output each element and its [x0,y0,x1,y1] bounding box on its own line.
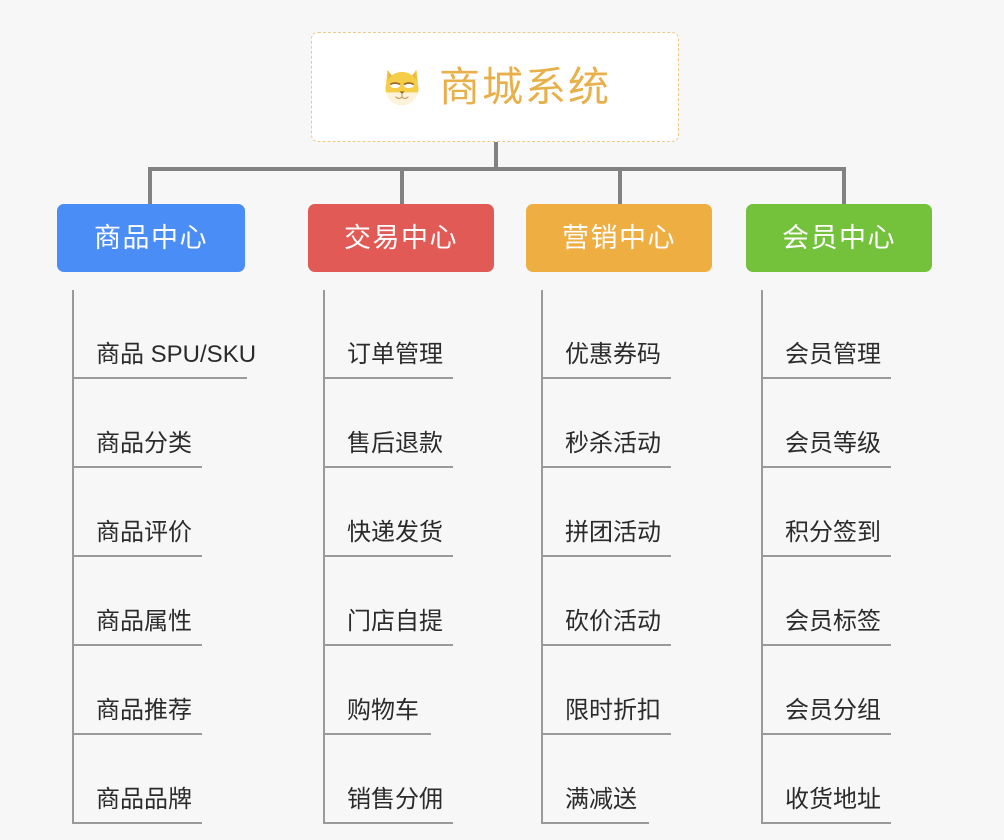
list-item-label: 购物车 [347,697,419,724]
list-item[interactable]: 售后退款 [323,379,453,468]
list-item[interactable]: 优惠券码 [541,290,671,379]
branch-header-1[interactable]: 商品中心 [57,204,245,272]
branch-items-3: 优惠券码 秒杀活动 拼团活动 砍价活动 限时折扣 满减送 [526,290,712,824]
list-item[interactable]: 会员标签 [761,557,891,646]
list-item-label: 会员等级 [785,430,881,457]
list-item[interactable]: 商品 SPU/SKU [72,290,256,379]
list-item[interactable]: 秒杀活动 [541,379,671,468]
list-item[interactable]: 快递发货 [323,468,453,557]
list-item[interactable]: 销售分佣 [323,735,453,824]
connector-drop-4 [842,167,846,207]
list-item-label: 快递发货 [347,519,443,546]
branch-column-3: 营销中心 优惠券码 秒杀活动 拼团活动 砍价活动 限时折扣 满减送 [526,204,712,824]
root-node-shop-system[interactable]: 商城系统 [311,32,679,142]
list-item-label: 销售分佣 [347,786,443,813]
list-item-label: 秒杀活动 [565,430,661,457]
shiba-dog-face-icon [379,64,425,110]
branch-header-label-2: 交易中心 [344,222,458,253]
branch-column-4: 会员中心 会员管理 会员等级 积分签到 会员标签 会员分组 收货地址 [746,204,932,824]
list-item-label: 会员管理 [785,341,881,368]
list-item-label: 限时折扣 [565,697,661,724]
list-item[interactable]: 订单管理 [323,290,453,379]
branch-column-2: 交易中心 订单管理 售后退款 快递发货 门店自提 购物车 销售分佣 [308,204,494,824]
root-node-title: 商城系统 [439,63,611,110]
list-item[interactable]: 会员分组 [761,646,891,735]
list-item-label: 商品推荐 [96,697,192,724]
list-item-label: 满减送 [565,786,637,813]
list-item[interactable]: 商品评价 [72,468,202,557]
list-item[interactable]: 满减送 [541,735,649,824]
connector-horizontal-bus [148,167,846,171]
branch-header-label-3: 营销中心 [562,222,676,253]
list-item-label: 会员标签 [785,608,881,635]
list-item[interactable]: 商品品牌 [72,735,202,824]
branch-spine-4 [761,290,763,824]
list-item-label: 商品品牌 [96,786,192,813]
branch-column-1: 商品中心 商品 SPU/SKU 商品分类 商品评价 商品属性 商品推荐 商品品牌 [57,204,256,824]
branch-header-3[interactable]: 营销中心 [526,204,712,272]
list-item-label: 订单管理 [347,341,443,368]
list-item[interactable]: 门店自提 [323,557,453,646]
list-item[interactable]: 限时折扣 [541,646,671,735]
list-item[interactable]: 购物车 [323,646,431,735]
list-item-label: 门店自提 [347,608,443,635]
branch-items-1: 商品 SPU/SKU 商品分类 商品评价 商品属性 商品推荐 商品品牌 [57,290,256,824]
list-item-label: 砍价活动 [565,608,661,635]
list-item-label: 会员分组 [785,697,881,724]
list-item-label: 商品分类 [96,430,192,457]
list-item[interactable]: 商品属性 [72,557,202,646]
list-item-label: 积分签到 [785,519,881,546]
list-item[interactable]: 会员等级 [761,379,891,468]
branch-items-2: 订单管理 售后退款 快递发货 门店自提 购物车 销售分佣 [308,290,494,824]
list-item-label: 收货地址 [785,786,881,813]
list-item-label: 商品 SPU/SKU [96,341,257,368]
connector-drop-1 [148,167,152,207]
connector-root-stem [494,142,498,171]
list-item-label: 优惠券码 [565,341,661,368]
branch-header-label-4: 会员中心 [782,222,896,253]
list-item[interactable]: 商品推荐 [72,646,202,735]
branch-header-2[interactable]: 交易中心 [308,204,494,272]
list-item[interactable]: 商品分类 [72,379,202,468]
list-item[interactable]: 会员管理 [761,290,891,379]
list-item-label: 售后退款 [347,430,443,457]
list-item[interactable]: 拼团活动 [541,468,671,557]
branch-header-label-1: 商品中心 [94,222,208,253]
branch-items-4: 会员管理 会员等级 积分签到 会员标签 会员分组 收货地址 [746,290,932,824]
list-item[interactable]: 积分签到 [761,468,891,557]
list-item[interactable]: 砍价活动 [541,557,671,646]
list-item-label: 商品评价 [96,519,192,546]
branch-spine-2 [323,290,325,824]
branch-header-4[interactable]: 会员中心 [746,204,932,272]
connector-drop-2 [400,167,404,207]
list-item-label: 商品属性 [96,608,192,635]
branch-spine-3 [541,290,543,824]
list-item-label: 拼团活动 [565,519,661,546]
list-item[interactable]: 收货地址 [761,735,891,824]
connector-drop-3 [618,167,622,207]
branch-spine-1 [72,290,74,824]
